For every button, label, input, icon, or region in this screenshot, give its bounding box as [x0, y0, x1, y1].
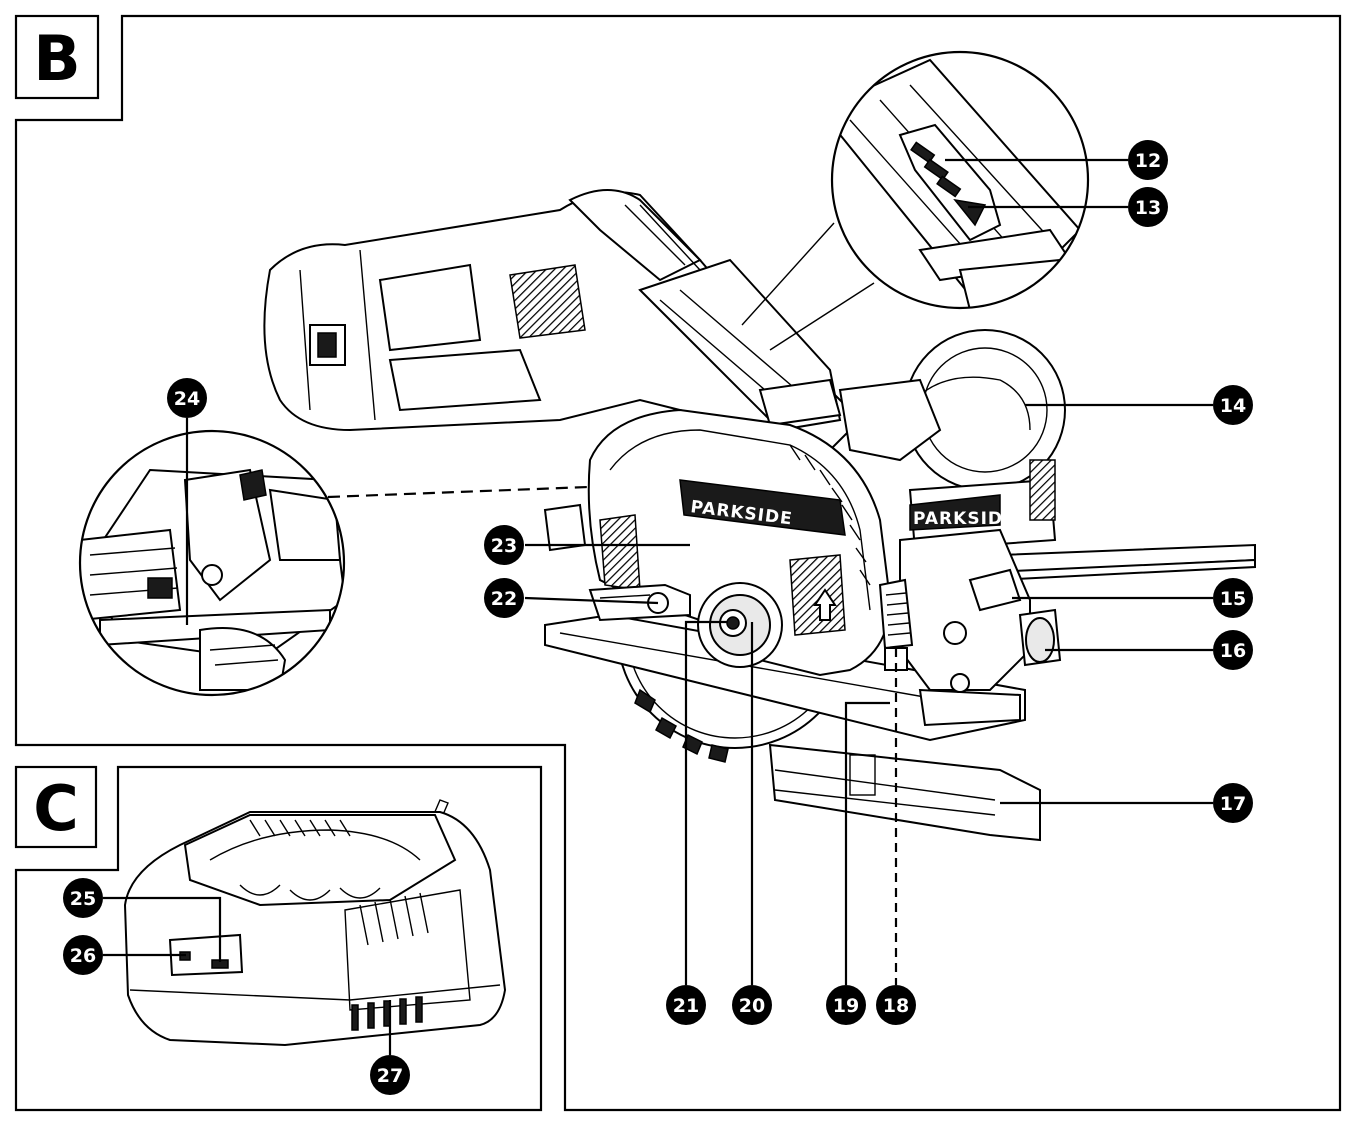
svg-text:14: 14	[1220, 395, 1246, 417]
callout-12: 12	[1128, 140, 1168, 180]
callout-16: 16	[1213, 630, 1253, 670]
blade-flange	[697, 582, 783, 668]
svg-text:20: 20	[739, 995, 765, 1017]
section-b-label-box	[14, 14, 100, 100]
callout-badges: 12 13 14 15 16 17 18 19	[63, 140, 1253, 1095]
callout-20: 20	[732, 985, 772, 1025]
svg-text:18: 18	[883, 995, 909, 1017]
leader-19	[844, 701, 890, 985]
svg-text:19: 19	[833, 995, 859, 1017]
svg-text:21: 21	[673, 995, 699, 1017]
svg-text:12: 12	[1135, 150, 1161, 172]
callout-15: 15	[1213, 578, 1253, 618]
svg-text:22: 22	[491, 588, 517, 610]
section-c-frame: C	[14, 765, 543, 1112]
section-b-letter: B	[33, 22, 80, 95]
callout-26: 26	[63, 935, 103, 975]
leader-25	[103, 896, 222, 962]
zoom-detail-left	[78, 429, 589, 697]
callout-27: 27	[370, 1055, 410, 1095]
blade-guard: PARKSIDE	[587, 408, 892, 677]
zoom-detail-top	[741, 50, 1090, 351]
depth-adjust-assembly: PARKSIDE	[878, 494, 1062, 693]
leader-22	[524, 596, 659, 605]
callout-24: 24	[167, 378, 207, 418]
svg-text:16: 16	[1220, 640, 1246, 662]
svg-text:24: 24	[174, 388, 200, 410]
battery-handle	[263, 189, 862, 452]
svg-text:23: 23	[491, 535, 517, 557]
leader-lines	[103, 158, 1213, 1055]
section-c-letter: C	[33, 772, 79, 845]
callout-21: 21	[666, 985, 706, 1025]
svg-text:27: 27	[377, 1065, 403, 1087]
section-c-label-box	[14, 765, 98, 849]
callout-18: 18	[876, 985, 916, 1025]
callout-23: 23	[484, 525, 524, 565]
charger-illustration	[123, 799, 507, 1047]
section-b-frame: B	[14, 14, 1342, 1112]
callout-13: 13	[1128, 187, 1168, 227]
leader-21	[684, 620, 727, 985]
svg-text:26: 26	[70, 945, 96, 967]
callout-14: 14	[1213, 385, 1253, 425]
svg-text:17: 17	[1220, 793, 1246, 815]
base-plate	[544, 613, 1026, 742]
callout-19: 19	[826, 985, 866, 1025]
callout-25: 25	[63, 878, 103, 918]
callout-22: 22	[484, 578, 524, 618]
svg-text:13: 13	[1135, 197, 1161, 219]
svg-text:15: 15	[1220, 588, 1246, 610]
brand-text-side: PARKSIDE	[913, 509, 1016, 529]
circular-saw-illustration: PARKSIDE PARKSIDE	[263, 189, 1256, 842]
svg-text:25: 25	[70, 888, 96, 910]
callout-17: 17	[1213, 783, 1253, 823]
